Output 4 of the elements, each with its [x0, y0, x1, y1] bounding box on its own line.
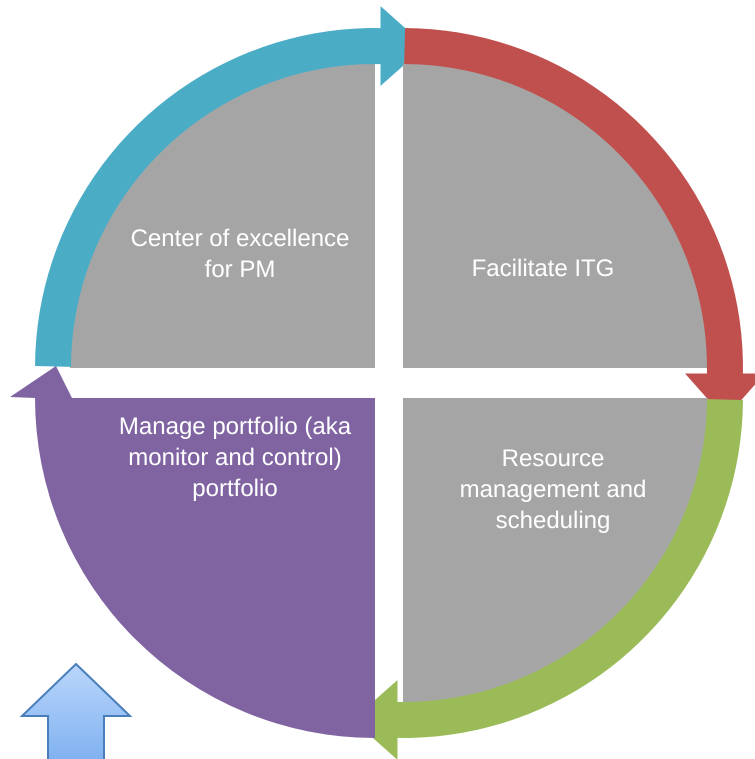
segment-label: Facilitate ITG	[470, 254, 616, 284]
segment-label: Center of excellence for PM	[130, 224, 350, 285]
segment-label: Resource management and scheduling	[458, 444, 648, 536]
segment-label: Manage portfolio (aka monitor and control) portfolio	[118, 412, 352, 504]
